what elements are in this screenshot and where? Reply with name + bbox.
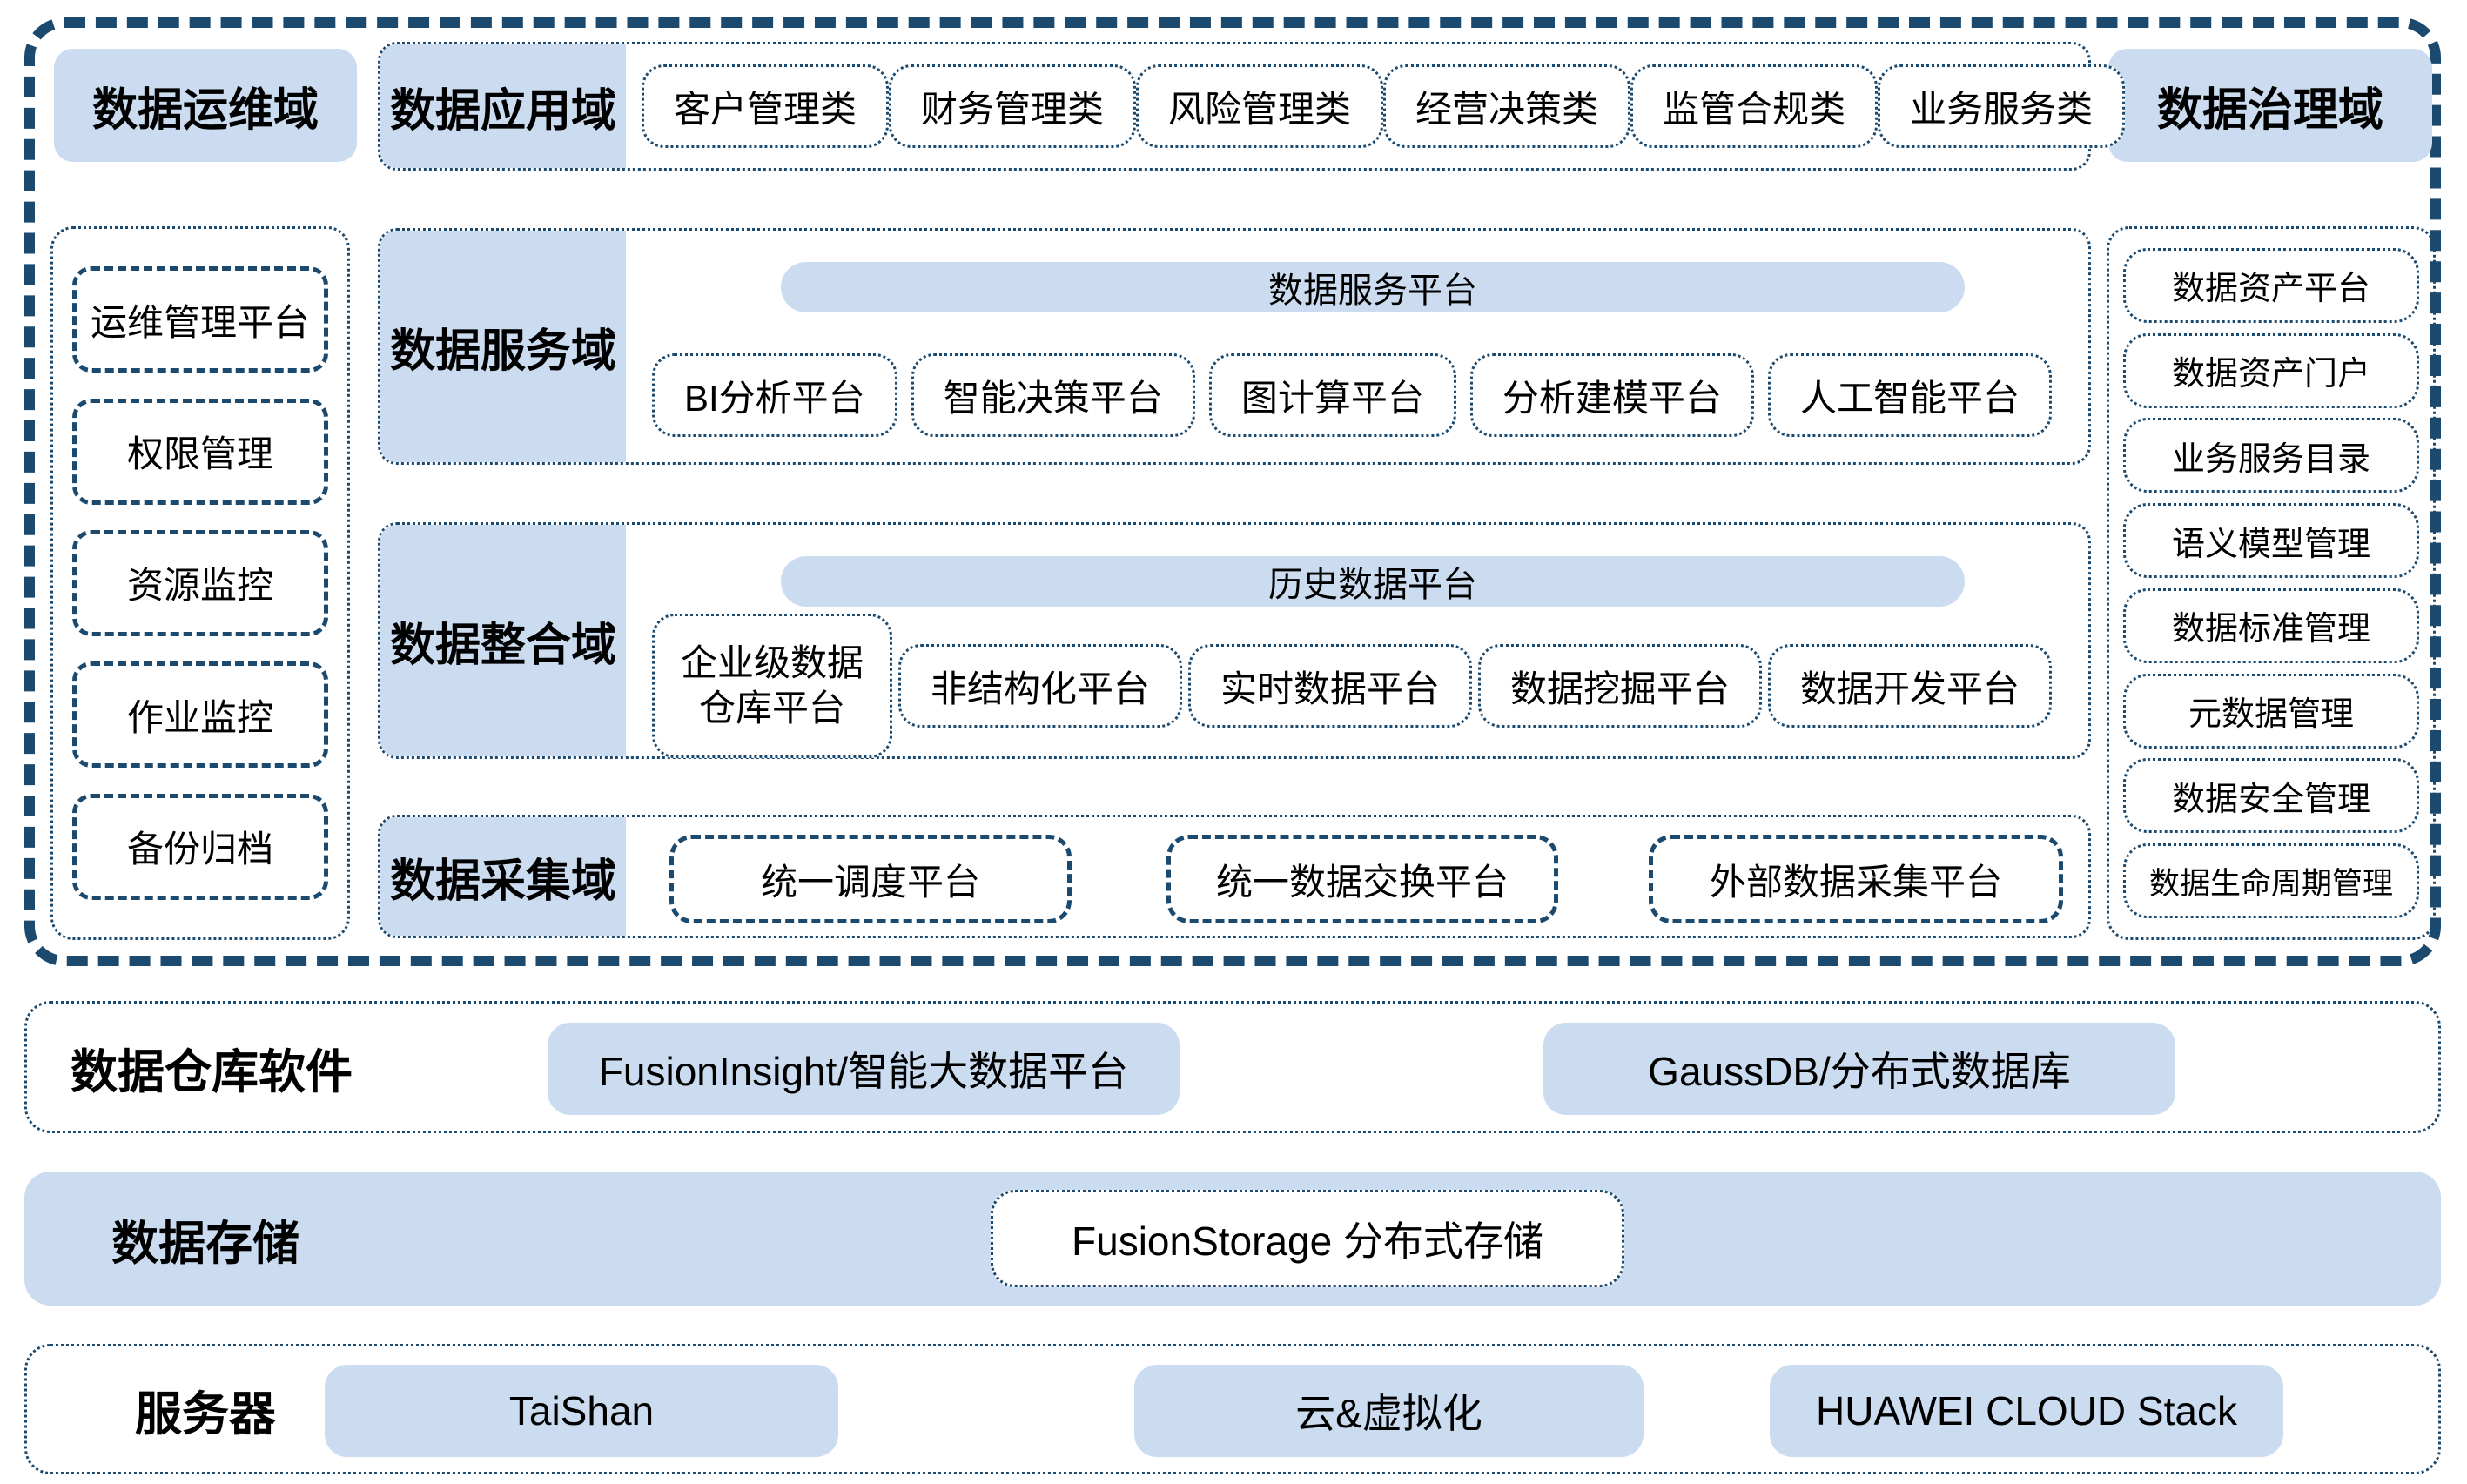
ops-item: 作业监控 <box>72 661 328 769</box>
collection-domain-section: 数据采集域 统一调度平台 统一数据交换平台 外部数据采集平台 <box>378 815 2091 938</box>
app-category-pill: 业务服务类 <box>1878 64 2126 148</box>
service-platform-pill: 图计算平台 <box>1208 353 1456 437</box>
governance-item: 数据资产平台 <box>2123 247 2419 323</box>
governance-domain-section: 数据资产平台 数据资产门户 业务服务目录 语义模型管理 数据标准管理 元数据管理… <box>2107 226 2436 940</box>
data-storage-label: 数据存储 <box>111 1217 299 1270</box>
fusioninsight-box: FusionInsight/智能大数据平台 <box>548 1023 1180 1115</box>
app-category-pill: 财务管理类 <box>889 64 1137 148</box>
ops-domain-section: 运维管理平台 权限管理 资源监控 作业监控 备份归档 <box>50 226 350 940</box>
integration-platform-pill: 非结构化平台 <box>897 644 1182 728</box>
fusionstorage-box: FusionStorage 分布式存储 <box>991 1190 1624 1287</box>
ops-item: 运维管理平台 <box>72 266 328 373</box>
ops-item: 资源监控 <box>72 529 328 636</box>
ops-item: 备份归档 <box>72 793 328 900</box>
server-row: 服务器 TaiShan 云&虚拟化 HUAWEI CLOUD Stack <box>24 1344 2441 1474</box>
taishan-box: TaiShan <box>325 1365 838 1457</box>
service-platform-pill: BI分析平台 <box>652 353 897 437</box>
integration-platform-pill: 企业级数据仓库平台 <box>652 614 892 758</box>
ops-item: 权限管理 <box>72 398 328 505</box>
app-category-pill: 客户管理类 <box>642 64 890 148</box>
governance-item: 语义模型管理 <box>2123 503 2419 579</box>
app-domain-header: 数据应用域 <box>380 44 626 168</box>
collection-platform-pill: 统一调度平台 <box>669 835 1072 923</box>
collection-domain-header: 数据采集域 <box>380 817 626 936</box>
app-category-pill: 监管合规类 <box>1630 64 1879 148</box>
cloud-virtualization-box: 云&虚拟化 <box>1134 1365 1644 1457</box>
governance-item: 业务服务目录 <box>2123 418 2419 494</box>
integration-domain-pills: 企业级数据仓库平台 非结构化平台 实时数据平台 数据挖掘平台 数据开发平台 <box>652 614 2052 758</box>
governance-item: 元数据管理 <box>2123 673 2419 749</box>
collection-platform-pill: 统一数据交换平台 <box>1166 835 1558 923</box>
integration-platform-pill: 实时数据平台 <box>1187 644 1472 728</box>
warehouse-software-label: 数据仓库软件 <box>71 1045 353 1098</box>
ops-domain-header: 数据运维域 <box>54 49 357 162</box>
governance-item: 数据标准管理 <box>2123 588 2419 663</box>
governance-item: 数据生命周期管理 <box>2123 843 2419 919</box>
governance-item: 数据资产门户 <box>2123 332 2419 408</box>
server-label: 服务器 <box>135 1387 276 1440</box>
integration-domain-header: 数据整合域 <box>380 525 626 756</box>
integration-domain-section: 数据整合域 历史数据平台 企业级数据仓库平台 非结构化平台 实时数据平台 数据挖… <box>378 522 2091 759</box>
history-platform-bar: 历史数据平台 <box>781 556 1965 607</box>
governance-domain-header: 数据治理域 <box>2108 49 2432 162</box>
governance-item: 数据安全管理 <box>2123 758 2419 834</box>
service-platform-pill: 人工智能平台 <box>1767 353 2052 437</box>
service-domain-pills: BI分析平台 智能决策平台 图计算平台 分析建模平台 人工智能平台 <box>652 339 2052 452</box>
service-platform-pill: 智能决策平台 <box>911 353 1195 437</box>
service-platform-bar: 数据服务平台 <box>781 262 1965 312</box>
integration-platform-pill: 数据开发平台 <box>1767 644 2052 728</box>
gaussdb-box: GaussDB/分布式数据库 <box>1543 1023 2175 1115</box>
app-domain-pills: 客户管理类 财务管理类 风险管理类 经营决策类 监管合规类 业务服务类 <box>642 44 2126 168</box>
app-domain-section: 数据应用域 客户管理类 财务管理类 风险管理类 经营决策类 监管合规类 业务服务… <box>378 42 2126 171</box>
service-platform-pill: 分析建模平台 <box>1469 353 1754 437</box>
collection-platform-pill: 外部数据采集平台 <box>1649 835 2063 923</box>
app-category-pill: 经营决策类 <box>1383 64 1631 148</box>
app-category-pill: 风险管理类 <box>1136 64 1384 148</box>
service-domain-header: 数据服务域 <box>380 231 626 462</box>
data-storage-row: 数据存储 FusionStorage 分布式存储 <box>24 1172 2441 1306</box>
integration-platform-pill: 数据挖掘平台 <box>1477 644 1762 728</box>
warehouse-software-row: 数据仓库软件 FusionInsight/智能大数据平台 GaussDB/分布式… <box>24 1001 2441 1133</box>
huawei-cloud-stack-box: HUAWEI CLOUD Stack <box>1770 1365 2283 1457</box>
service-domain-section: 数据服务域 数据服务平台 BI分析平台 智能决策平台 图计算平台 分析建模平台 … <box>378 228 2091 465</box>
